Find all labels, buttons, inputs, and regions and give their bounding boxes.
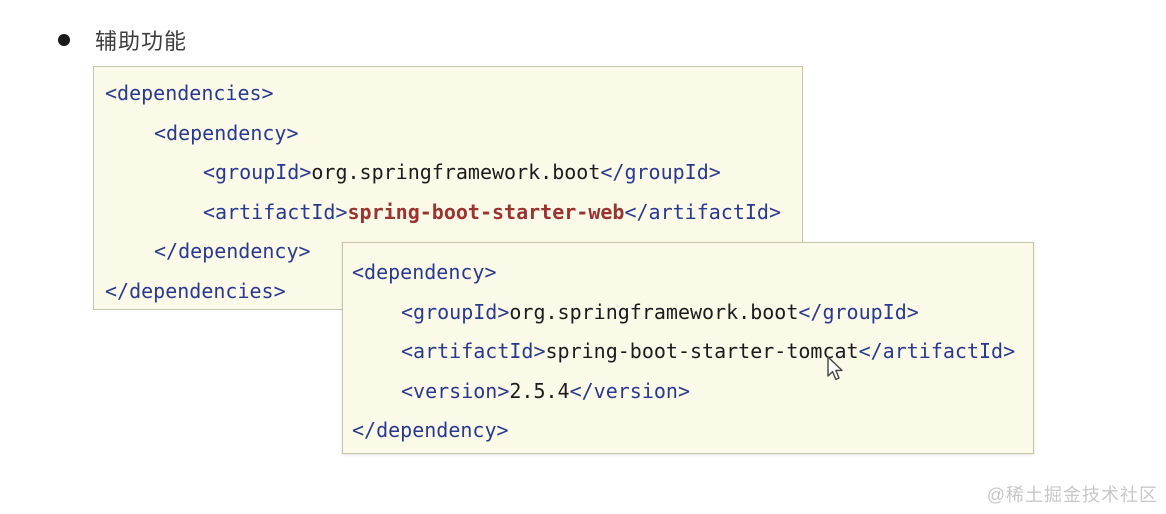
code-line: </dependencies>: [105, 272, 802, 312]
code-segment-tag: </dependencies>: [105, 278, 286, 303]
code-segment-tag: <dependencies>: [105, 81, 274, 105]
watermark: @稀土掘金技术社区: [986, 485, 1158, 505]
code-segment-tag: <artifactId>: [401, 339, 546, 363]
code-segment-highlight: spring-boot-starter-web: [347, 199, 625, 224]
bullet-icon: [58, 34, 70, 46]
bullet-list-item: 辅助功能: [58, 24, 187, 56]
code-line: <dependencies>: [105, 74, 802, 114]
code-segment-tag: <dependency>: [154, 120, 299, 145]
code-segment-tag: </artifactId>: [624, 199, 781, 224]
code-segment-plain: org.springframework.boot: [311, 160, 601, 184]
code-segment-tag: </groupId>: [798, 299, 919, 324]
code-line: <version>2.5.4</version>: [352, 372, 1033, 412]
code-block-dependency-tomcat: <dependency> <groupId>org.springframework…: [342, 242, 1034, 454]
code-segment-tag: </dependency>: [154, 239, 311, 263]
code-segment-tag: <version>: [401, 378, 510, 403]
code-segment-tag: </version>: [569, 378, 691, 403]
code-segment-tag: </dependency>: [352, 418, 509, 442]
code-segment-plain: org.springframework.boot: [509, 299, 799, 324]
code-segment-tag: </groupId>: [600, 160, 721, 184]
code-line: </dependency>: [105, 232, 802, 272]
code-segment-plain: 2.5.4: [509, 378, 570, 403]
code-segment-plain: spring-boot-starter-tomcat: [545, 339, 859, 363]
code-segment-tag: </artifactId>: [858, 339, 1016, 363]
code-segment-tag: <groupId>: [401, 299, 510, 324]
code-block-dependencies-web: <dependencies> <dependency> <groupId>org.s…: [93, 66, 803, 310]
code-line: <dependency>: [352, 253, 1033, 293]
code-line: <groupId>org.springframework.boot</group…: [105, 153, 802, 193]
code-line: <artifactId>spring-boot-starter-web</art…: [105, 193, 802, 233]
code-line: </dependency>: [352, 411, 1033, 451]
bullet-title: 辅助功能: [95, 29, 188, 54]
code-line: <artifactId>spring-boot-starter-tomcat</…: [352, 332, 1033, 372]
code-line: <groupId>org.springframework.boot</group…: [352, 293, 1033, 333]
code-segment-tag: <artifactId>: [203, 199, 348, 224]
mouse-cursor-icon: [827, 356, 843, 381]
code-line: <dependency>: [105, 114, 802, 154]
code-segment-tag: <groupId>: [203, 160, 312, 184]
code-segment-tag: <dependency>: [352, 260, 497, 284]
